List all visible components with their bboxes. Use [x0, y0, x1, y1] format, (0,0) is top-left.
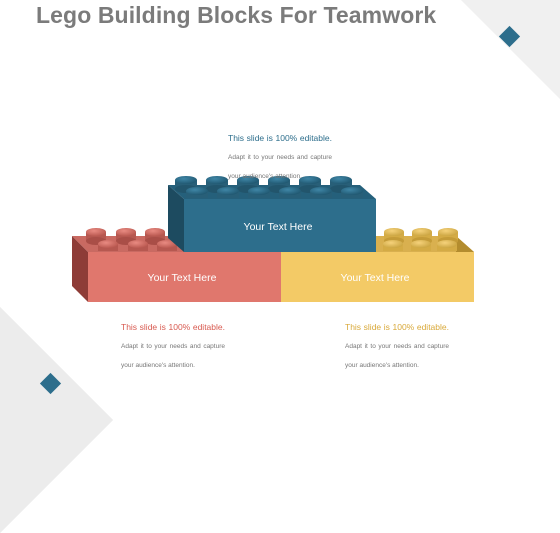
red-stud: [128, 240, 148, 251]
note-left-body: Adapt it to your needs and capture your …: [121, 343, 225, 369]
teal-block-studs: [175, 176, 363, 198]
note-top-heading: This slide is 100% editable.: [228, 133, 332, 143]
yellow-block-front-face: [281, 252, 474, 302]
teal-block: Your Text Here: [168, 176, 376, 252]
page-title: Lego Building Blocks For Teamwork: [36, 2, 437, 28]
yellow-stud: [437, 240, 457, 251]
red-stud: [98, 240, 118, 251]
teal-stud: [279, 187, 301, 198]
teal-stud: [248, 187, 270, 198]
note-left-heading: This slide is 100% editable.: [121, 322, 225, 332]
note-right: This slide is 100% editable. Adapt it to…: [345, 317, 449, 372]
teal-block-label: Your Text Here: [244, 221, 313, 233]
teal-stud: [237, 176, 259, 193]
note-right-heading: This slide is 100% editable.: [345, 322, 449, 332]
teal-stud: [310, 187, 332, 198]
red-block-front-face: [88, 252, 281, 302]
yellow-block-label: Your Text Here: [341, 272, 410, 284]
red-block-label: Your Text Here: [148, 272, 217, 284]
note-top: This slide is 100% editable. Adapt it to…: [228, 128, 332, 183]
lego-diagram: Your Text Here Your Text Here: [72, 176, 474, 302]
yellow-stud: [383, 240, 403, 251]
red-block-side-face: [72, 236, 88, 302]
note-left: This slide is 100% editable. Adapt it to…: [121, 317, 225, 372]
note-right-body: Adapt it to your needs and capture your …: [345, 343, 449, 369]
teal-stud: [217, 187, 239, 198]
teal-stud: [341, 187, 363, 198]
yellow-block-studs: [383, 228, 458, 251]
yellow-stud: [411, 240, 431, 251]
teal-block-side-face: [168, 185, 184, 252]
red-stud: [145, 228, 165, 245]
red-stud: [157, 240, 177, 251]
note-top-body: Adapt it to your needs and capture your …: [228, 154, 332, 180]
teal-stud: [186, 187, 208, 198]
red-block-studs: [86, 228, 177, 251]
red-block: Your Text Here: [72, 228, 281, 302]
yellow-block: Your Text Here: [281, 228, 474, 302]
teal-block-front-face: [184, 199, 376, 252]
